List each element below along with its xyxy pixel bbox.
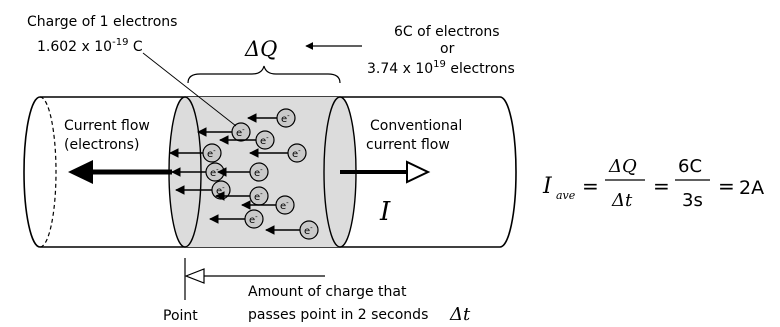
electron-label: e- — [249, 213, 258, 226]
electron: e- — [219, 130, 275, 150]
delta-q-label: ΔQ — [244, 37, 277, 61]
electron-label: e- — [254, 166, 263, 179]
electron: e- — [247, 108, 296, 128]
frac2-numerator: 6C — [678, 156, 702, 177]
electron-charge-sign: - — [287, 112, 290, 120]
current-flow-label: Current flow — [64, 118, 150, 134]
electron-charge-sign: - — [260, 190, 263, 198]
electron-charge-sign: - — [255, 213, 258, 221]
electron-label: e- — [304, 224, 313, 237]
six-c-label: 6C of electrons — [394, 24, 500, 40]
delta-t-label: Δt — [449, 304, 471, 325]
electron-charge-sign: - — [266, 134, 269, 142]
charge-leader-line — [142, 52, 237, 127]
amount-sub-label: passes point in 2 seconds — [248, 307, 428, 323]
electron-label: e- — [207, 147, 216, 160]
electron-label: e- — [280, 199, 289, 212]
electron: e- — [241, 195, 295, 215]
equation-lhs-sub: ave — [556, 189, 576, 202]
electron-flow-arrow — [68, 160, 172, 184]
point-label: Point — [163, 308, 198, 324]
electron-label: e- — [216, 184, 225, 197]
delta-q-brace — [187, 65, 341, 84]
electron-charge-sign: - — [242, 126, 245, 134]
electron-label: e- — [254, 190, 263, 203]
amount-label: Amount of charge that — [248, 284, 407, 300]
electron: e- — [265, 220, 319, 240]
electron: e- — [215, 186, 269, 206]
electron-charge-sign: - — [260, 166, 263, 174]
electron-charge-sign: - — [310, 224, 313, 232]
conventional-flow-arrow — [340, 160, 431, 184]
conventional-label: Conventional — [370, 118, 462, 134]
electrons-count-label: 3.74 x 1019 electrons — [367, 59, 515, 77]
conventional-sub-label: current flow — [366, 137, 450, 153]
charge-one-label: Charge of 1 electrons — [27, 14, 177, 30]
frac1-denominator: Δt — [611, 190, 633, 211]
electron: e- — [249, 143, 307, 163]
electron-charge-sign: - — [213, 147, 216, 155]
equation-lhs-symbol: I — [542, 174, 553, 199]
electron: e- — [209, 209, 264, 229]
electron: e- — [217, 162, 269, 182]
electron-label: e- — [281, 112, 290, 125]
equation-eq1: = — [582, 174, 599, 198]
average-current-equation: I ave = ΔQ Δt = 6C 3s = 2A — [542, 156, 764, 211]
electron-charge-sign: - — [222, 184, 225, 192]
amount-arrow — [184, 268, 325, 284]
equation-eq3: = — [718, 174, 735, 198]
electron-charge-sign: - — [298, 147, 301, 155]
or-label: or — [440, 41, 455, 57]
electron-label: e- — [260, 134, 269, 147]
charge-value-label: 1.602 x 10-19 C — [37, 37, 143, 55]
electron-charge-sign: - — [286, 199, 289, 207]
frac1-numerator: ΔQ — [608, 156, 637, 177]
equation-result: 2A — [739, 177, 764, 199]
current-symbol: I — [379, 197, 391, 227]
electron-label: e- — [236, 126, 245, 139]
electron: e- — [197, 122, 251, 142]
current-flow-sub-label: (electrons) — [64, 137, 139, 153]
equation-eq2: = — [653, 174, 670, 198]
electron-label: e- — [292, 147, 301, 160]
frac2-denominator: 3s — [682, 190, 703, 211]
electron: e- — [169, 143, 222, 163]
